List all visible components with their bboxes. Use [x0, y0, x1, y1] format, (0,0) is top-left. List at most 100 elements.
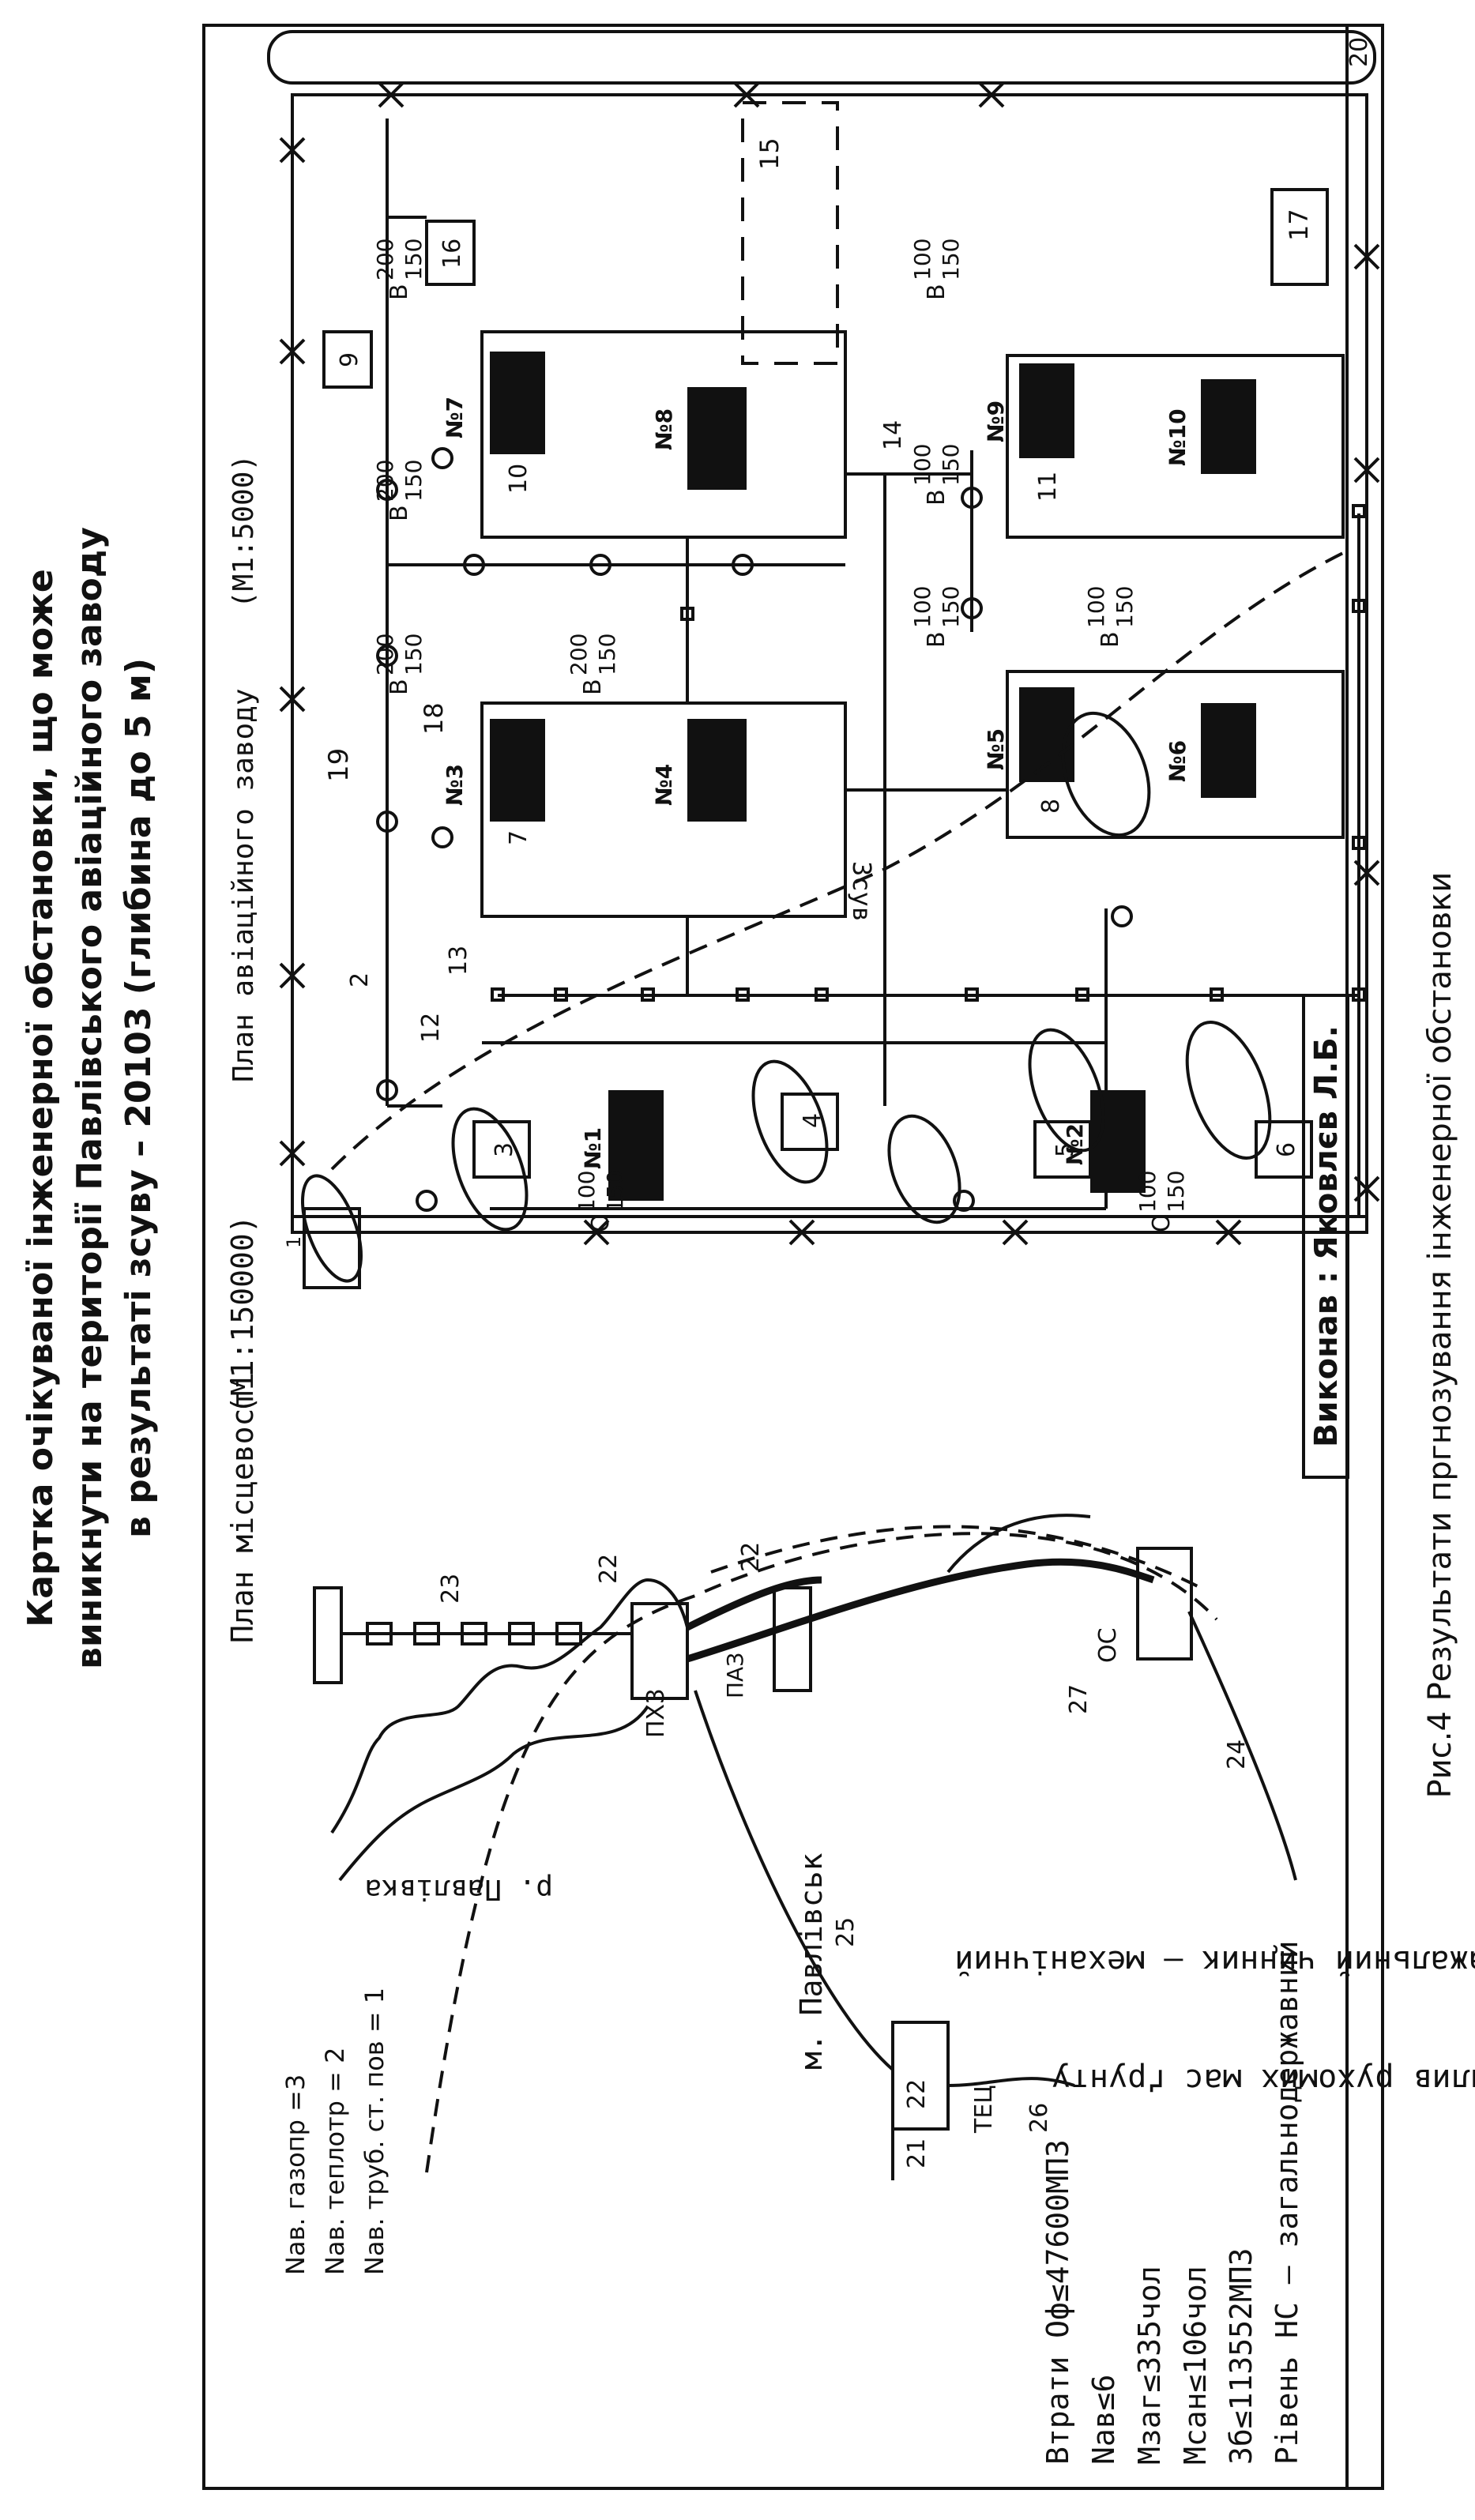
area-plan-scale: (М1:150000) [225, 1215, 260, 1414]
label-bldg-7: №7 [442, 397, 468, 438]
box-9 [322, 330, 373, 389]
river-pavlivka [330, 1578, 689, 1834]
landslide-boundary [330, 551, 1344, 1171]
label-22-top: 22 [595, 1554, 623, 1584]
road-dashed [710, 1525, 1202, 1589]
fraction-num: 100 [1134, 1171, 1161, 1213]
box-17 [1270, 188, 1329, 286]
area-plan-heading: План місцевості [225, 1372, 260, 1643]
power-station-bar [313, 1586, 343, 1684]
fraction-num: 100 [1083, 586, 1109, 628]
label-12: 12 [417, 1013, 445, 1043]
title-line-3: в результаті зсуву – 20103 (глибина до 5… [119, 658, 159, 1538]
bldg-10 [1201, 379, 1256, 474]
label-bldg-1: №1 [580, 1127, 606, 1169]
label-4: 4 [799, 1113, 826, 1128]
figure-caption: Рис.4 Результати пргнозування інженерної… [1422, 872, 1458, 1799]
fraction-prefix: В [579, 679, 607, 695]
label-2: 2 [346, 972, 374, 987]
plant-plan: План авіаційного заводу (М1:5000) 20 [228, 30, 1380, 1289]
fraction-1: В 200 150 [372, 239, 427, 300]
bldg-9 [1019, 363, 1074, 458]
area-nav-gas: Nав. газопр =3 [280, 2074, 310, 2275]
area-nav-heat: Nав. теплотр = 2 [320, 2048, 350, 2276]
label-25: 25 [832, 1917, 860, 1947]
fraction-prefix: В [923, 489, 950, 506]
author-block: Виконав : Яковлєв Л.Б. [1302, 994, 1349, 1479]
label-os: ОС [1094, 1627, 1122, 1663]
fraction-den: 150 [938, 239, 964, 280]
power-line-insulators [366, 1622, 582, 1646]
gas-line-25 [694, 1690, 894, 2071]
author-text: Виконав : Яковлєв Л.Б. [1308, 1025, 1345, 1447]
zone-15 [741, 101, 839, 365]
fraction-3: В 200 150 [372, 634, 427, 695]
label-phz: ПХЗ [642, 1689, 670, 1738]
fraction-2: В 200 150 [372, 460, 427, 521]
os-box [1136, 1547, 1193, 1661]
losses-mzag: Мзаг≤335чол [1132, 2266, 1167, 2465]
losses-zb: Зб≤113552МПЗ [1224, 2247, 1259, 2465]
label-1: 1 [283, 1236, 305, 1248]
heat-main-27 [686, 1558, 1155, 1663]
label-26: 26 [1025, 2103, 1053, 2133]
block-7-8 [480, 330, 847, 539]
fraction-6: В 100 150 [909, 444, 964, 506]
label-bldg-9: №9 [983, 401, 1009, 442]
fraction-num: 100 [909, 239, 935, 280]
landslide-zones [301, 711, 1272, 1283]
label-22-mid: 22 [737, 1542, 765, 1572]
fraction-den: 150 [401, 460, 427, 502]
label-tec: ТЕЦ [970, 2085, 998, 2134]
bldg-1 [608, 1090, 664, 1201]
primary-factor-line-1: Первинний уражальний чинник – механічний [954, 1943, 1475, 1980]
fraction-den: 150 [602, 1171, 628, 1213]
fraction-prefix: В [923, 284, 950, 300]
label-13: 13 [445, 946, 472, 976]
fraction-prefix: В [386, 679, 413, 695]
label-18: 18 [419, 702, 449, 735]
label-22-low: 22 [903, 2079, 931, 2109]
utility-network [292, 118, 1367, 1218]
border-road-20 [267, 30, 1376, 85]
fence-x-marks [279, 81, 1380, 1246]
label-20: 20 [1345, 37, 1373, 67]
hatched-boxes [303, 1093, 1313, 1289]
losses-level: Рівень НС – загальнодержавний [1270, 1941, 1304, 2465]
title-line-2: виникнути на території Павлівського авіа… [70, 527, 110, 1669]
label-bldg-4: №4 [651, 764, 677, 806]
losses-nav: Nав≤6 [1086, 2375, 1121, 2465]
fraction-prefix: О [587, 1213, 615, 1232]
label-bldg-5: №5 [983, 728, 1009, 770]
town-boundary [425, 1532, 1218, 2173]
label-paz: ПАЗ [722, 1653, 748, 1698]
label-17: 17 [1284, 209, 1314, 241]
title-block: Картка очікуваної інженерної обстановки,… [21, 527, 159, 1669]
label-bldg-10: №10 [1165, 408, 1191, 466]
label-21: 21 [903, 2138, 931, 2168]
bldg-8 [687, 387, 747, 490]
block-5-6 [1006, 670, 1345, 839]
river-label: р. Павлівка [365, 1873, 553, 1905]
primary-factor-line-2: вплив рухомих мас ґрунту [1052, 2062, 1475, 2098]
paz-box [773, 1586, 812, 1692]
valve-symbols [376, 447, 1133, 1212]
outer-frame [202, 24, 1384, 2490]
block-3-4 [480, 701, 847, 918]
damaged-buildings [490, 352, 1256, 1201]
label-5: 5 [1052, 1142, 1079, 1157]
plant-fence [291, 93, 1368, 1234]
area-nav-pipe: Nав. труб. ст. пов = 1 [359, 1988, 389, 2275]
fraction-10: О 100 150 [1134, 1171, 1189, 1232]
plant-plan-scale: (М1:5000) [228, 454, 260, 608]
label-bldg-6: №6 [1165, 740, 1191, 782]
gas-line-24 [1187, 1611, 1297, 1881]
label-16: 16 [438, 239, 466, 269]
fraction-num: 100 [909, 444, 935, 486]
label-23: 23 [437, 1574, 465, 1604]
fraction-num: 100 [909, 586, 935, 628]
label-11: 11 [1034, 472, 1062, 502]
box-16 [425, 220, 476, 286]
label-27: 27 [1065, 1684, 1093, 1714]
bldg-7 [490, 352, 545, 454]
